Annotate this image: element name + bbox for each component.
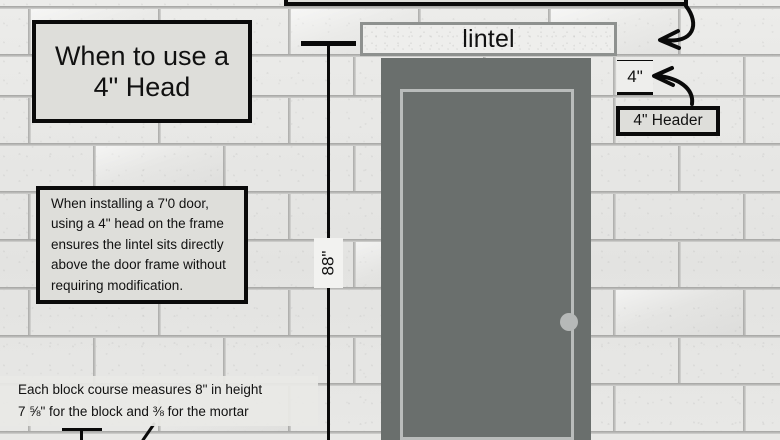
dimension-4-bottom-tick	[617, 92, 653, 95]
body-callout-text: When installing a 7'0 door, using a 4" h…	[51, 195, 226, 293]
block-course-note-line-1: Each block course measures 8" in height	[18, 382, 263, 398]
door-knob-icon	[560, 313, 578, 331]
top-clipped-callout	[284, 0, 688, 6]
body-callout-box: When installing a 7'0 door, using a 4" h…	[36, 186, 248, 304]
block-course-dimension-stem	[80, 428, 83, 440]
dimension-88-text: 88"	[318, 250, 338, 276]
header-callout-text: 4" Header	[633, 112, 703, 129]
title-line-2: 4" Head	[93, 71, 191, 102]
block-course-note-line-2: 7 ⅝" for the block and ⅜ for the mortar	[18, 404, 249, 419]
block-course-note: Each block course measures 8" in height …	[0, 376, 318, 426]
lintel-label-text: lintel	[462, 24, 515, 53]
title-line-1: When to use a	[54, 41, 230, 72]
dimension-4-label: 4"	[617, 61, 653, 93]
lintel-label-box: lintel	[360, 22, 617, 56]
dimension-4-text: 4"	[627, 67, 643, 86]
door-panel	[400, 89, 574, 440]
dimension-88-label: 88"	[314, 238, 343, 288]
header-callout-box: 4" Header	[616, 106, 720, 136]
